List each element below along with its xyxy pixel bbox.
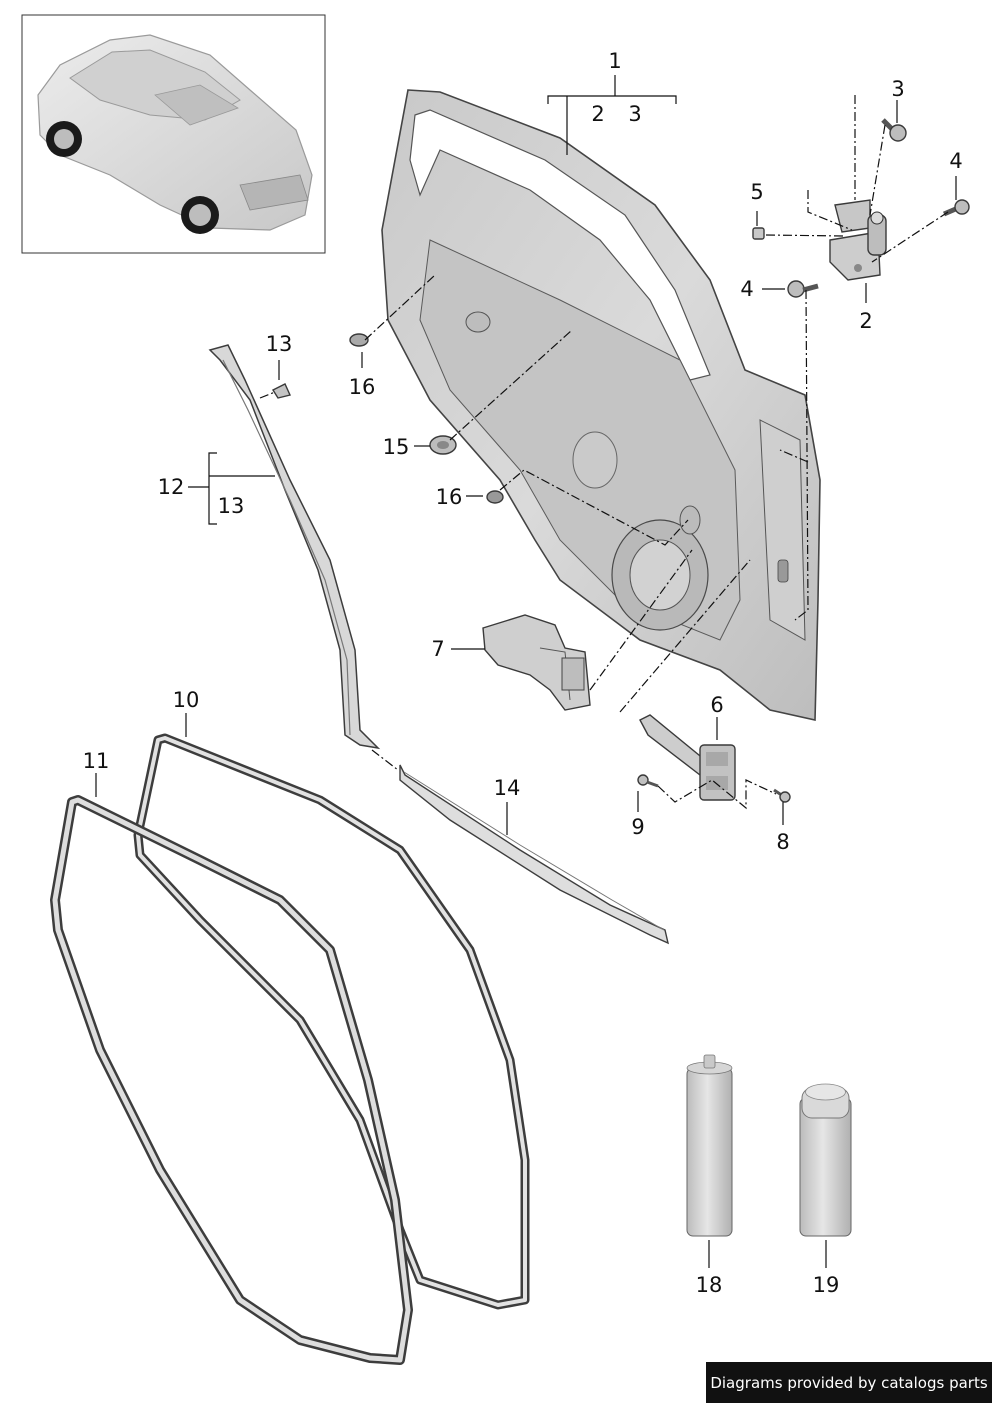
callout-7: 7 <box>431 637 444 661</box>
credit-text: Diagrams provided by catalogs parts <box>710 1373 988 1392</box>
callout-18: 18 <box>696 1273 723 1297</box>
plug-part-15 <box>429 435 457 455</box>
callout-1: 1 <box>608 49 621 73</box>
callout-labels: 1 2 3 3 4 5 4 2 13 16 15 12 13 16 7 10 6… <box>83 49 963 1297</box>
callout-12: 12 <box>158 475 185 499</box>
cartridge-part-18 <box>686 1054 733 1237</box>
bolt-part-3 <box>881 118 907 142</box>
callout-9: 9 <box>631 815 644 839</box>
callout-1-sub-3: 3 <box>628 102 641 126</box>
callout-16-lower: 16 <box>436 485 463 509</box>
vehicle-illustration <box>37 34 313 234</box>
bolt-part-8 <box>773 788 791 803</box>
callout-3: 3 <box>891 77 904 101</box>
callout-13-top: 13 <box>266 332 293 356</box>
leader-lines <box>95 75 957 1268</box>
window-shaft-seal-part-14 <box>399 764 669 945</box>
callout-6: 6 <box>710 693 723 717</box>
callout-1-sub-2: 2 <box>591 102 604 126</box>
door-shell-part-1 <box>381 89 821 721</box>
door-seal-part-10 <box>133 733 530 1310</box>
callout-14: 14 <box>494 776 521 800</box>
callout-4-right: 4 <box>949 149 962 173</box>
callout-16-upper: 16 <box>349 375 376 399</box>
cover-part-7 <box>482 614 591 711</box>
door-check-part-6 <box>639 714 736 801</box>
callout-11: 11 <box>83 749 110 773</box>
assembly-lines <box>259 95 949 810</box>
bolt-part-9 <box>637 774 659 788</box>
pin-part-5 <box>752 227 765 240</box>
callout-15: 15 <box>383 435 410 459</box>
callout-10: 10 <box>173 688 200 712</box>
spray-can-part-19 <box>799 1083 852 1237</box>
vehicle-thumbnail <box>21 14 326 254</box>
plug-part-16-upper <box>349 333 369 347</box>
callout-8: 8 <box>776 830 789 854</box>
callout-4-left: 4 <box>740 277 753 301</box>
credit-banner: Diagrams provided by catalogs parts <box>706 1362 992 1403</box>
callout-13-sub: 13 <box>218 494 245 518</box>
door-seal-part-11 <box>50 795 413 1365</box>
callout-2: 2 <box>859 309 872 333</box>
callout-5: 5 <box>750 180 763 204</box>
plug-part-16-lower <box>486 490 504 504</box>
hinge-part-2 <box>829 199 887 281</box>
window-channel-part-12 <box>208 344 381 750</box>
bolt-part-4-left <box>787 280 819 298</box>
clip-part-13 <box>271 383 291 399</box>
callout-19: 19 <box>813 1273 840 1297</box>
